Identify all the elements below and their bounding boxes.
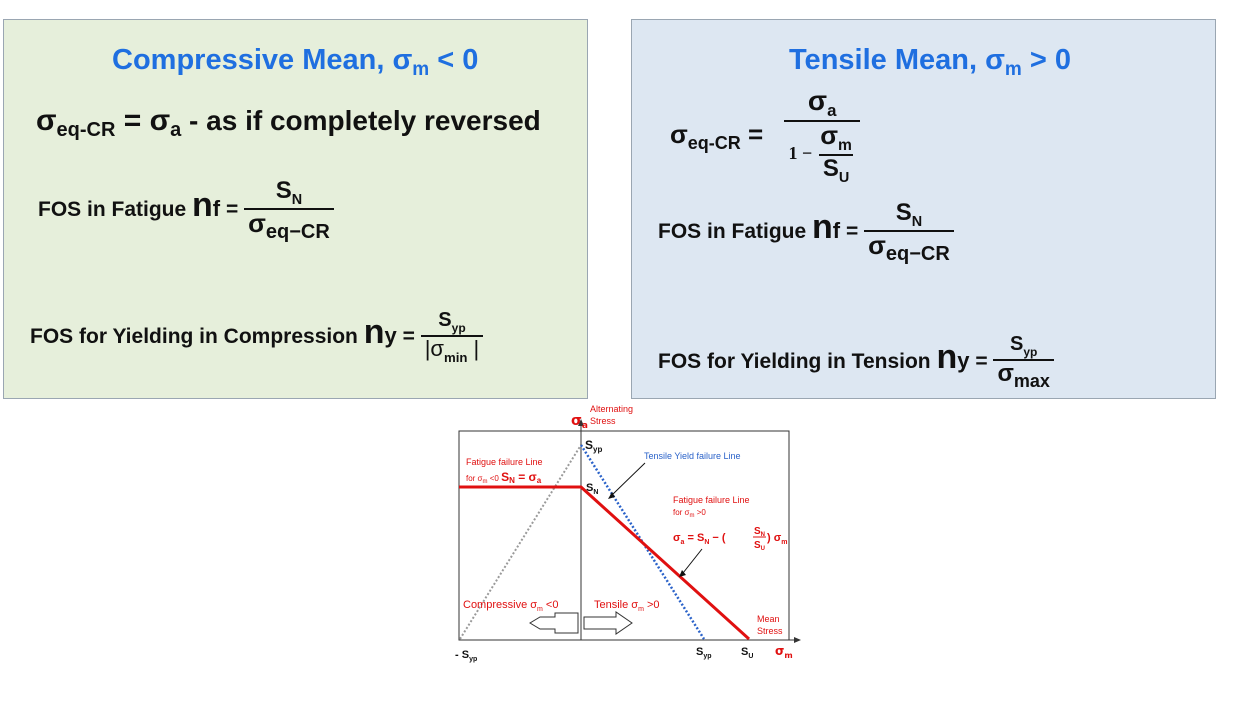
equivalent-stress-equation: σeq-CR = σa - as if completely reversed	[36, 104, 541, 141]
sn-point-label: SN	[586, 482, 598, 496]
goodman-equation: σa = SN − (	[673, 532, 726, 546]
tensile-label: Tensile σm >0	[594, 599, 660, 613]
goodman-pointer-head	[679, 570, 686, 577]
fos-fatigue-formula-tensile: FOS in Fatigue nf = SN σeq−CR	[658, 200, 954, 265]
compressive-title: Compressive Mean, σm < 0	[112, 44, 479, 80]
goodman-frac-den: SU	[754, 540, 765, 552]
su-bottom-label: SU	[741, 646, 753, 660]
y-axis-symbol: σa	[571, 413, 588, 431]
neg-syp-label: - Syp	[455, 649, 477, 663]
fatigue-right-label-1: Fatigue failure Line	[673, 495, 750, 505]
tensile-eq-fraction: σa 1 − σm SU	[784, 86, 860, 186]
yield-compression-fraction: Syp |σmin |	[420, 310, 484, 364]
tensile-yield-pointer	[611, 462, 646, 496]
fatigue-failure-diagram: σa Alternating Stress Syp Tensile Yield …	[455, 404, 801, 663]
compressive-label: Compressive σm <0	[463, 599, 558, 613]
fatigue-fraction: SN σeq−CR	[244, 178, 334, 243]
tensile-mean-panel: Tensile Mean, σm > 0 σeq-CR = σa 1 − σm …	[631, 19, 1216, 399]
y-axis-label-1: Alternating	[590, 404, 633, 414]
goodman-close: ) σm	[767, 532, 787, 546]
fatigue-fraction-tensile: SN σeq−CR	[864, 200, 954, 265]
fatigue-failure-line	[459, 485, 751, 641]
goodman-frac-num: SN	[754, 526, 765, 538]
plot-frame	[458, 430, 790, 641]
y-axis-label-2: Stress	[590, 416, 616, 426]
fos-yield-compression-formula: FOS for Yielding in Compression ny = Syp…	[30, 310, 484, 364]
syp-top-label: Syp	[585, 438, 602, 454]
mean-stress-label-2: Stress	[757, 626, 783, 636]
fatigue-left-label-1: Fatigue failure Line	[466, 457, 543, 467]
tensile-title: Tensile Mean, σm > 0	[789, 44, 1072, 80]
fos-yield-tension-formula: FOS for Yielding in Tension ny = Syp σma…	[658, 334, 1054, 390]
tensile-arrow	[583, 611, 633, 635]
yield-tension-fraction: Syp σmax	[993, 334, 1054, 390]
fos-fatigue-formula: FOS in Fatigue nf = SN σeq−CR	[38, 178, 334, 243]
equivalent-stress-equation-tensile: σeq-CR = σa 1 − σm SU	[670, 86, 860, 186]
compressive-mean-panel: Compressive Mean, σm < 0 σeq-CR = σa - a…	[3, 19, 588, 399]
fatigue-right-label-2: for σm >0	[673, 508, 706, 519]
x-axis-symbol: σm	[775, 644, 793, 660]
tensile-yield-pointer-head	[608, 492, 615, 499]
mean-stress-label-1: Mean	[757, 614, 780, 624]
goodman-pointer	[682, 548, 703, 574]
x-axis-arrow	[794, 637, 801, 643]
compressive-arrow	[529, 612, 579, 634]
syp-bottom-label: Syp	[696, 646, 712, 660]
y-axis-arrow	[578, 419, 584, 426]
fatigue-left-label-2: for σm <0 SN = σa	[466, 470, 542, 485]
tensile-yield-label: Tensile Yield failure Line	[644, 451, 741, 461]
